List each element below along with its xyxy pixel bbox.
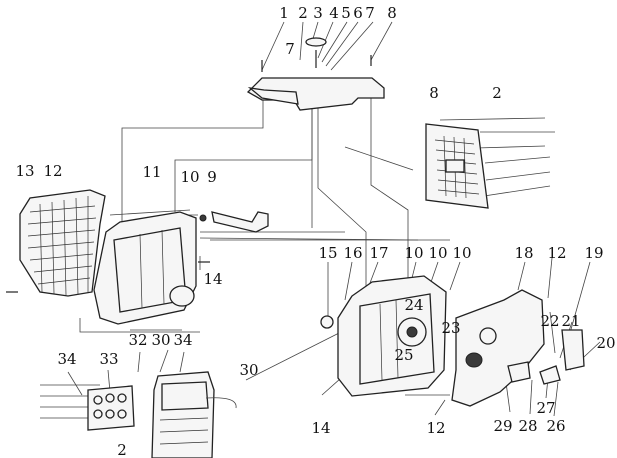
left-frame: [93, 211, 210, 325]
callout-8: 8: [387, 4, 397, 22]
callout-33: 33: [99, 350, 118, 368]
callout-11: 11: [142, 163, 161, 181]
center-frame: [320, 275, 447, 397]
callout-13: 13: [15, 162, 34, 180]
callout-7b: 7: [285, 40, 295, 58]
callout-14b: 14: [311, 419, 330, 437]
callout-24: 24: [404, 296, 423, 314]
callout-10d: 10: [452, 244, 471, 262]
callout-34: 34: [173, 331, 192, 349]
callout-19: 19: [584, 244, 603, 262]
callout-22: 22: [540, 312, 559, 330]
callout-23: 23: [441, 319, 460, 337]
callout-2b: 2: [492, 84, 502, 102]
callout-16: 16: [343, 244, 362, 262]
callout-20: 20: [596, 334, 615, 352]
callout-labels: 1 2 3 4 5 6 7 7 8 8 2 13 12 11 10 9 14 1…: [15, 4, 615, 458]
callout-14: 14: [203, 270, 222, 288]
front-panel: [151, 371, 237, 458]
callout-21: 21: [561, 312, 580, 330]
callout-25: 25: [394, 346, 413, 364]
callout-28: 28: [518, 417, 537, 435]
callout-34b: 34: [57, 350, 76, 368]
callout-3: 3: [313, 4, 323, 22]
callout-27: 27: [536, 399, 555, 417]
callout-12c: 12: [426, 419, 445, 437]
callout-30b: 30: [239, 361, 258, 379]
leader-lines: [40, 21, 601, 419]
callout-9: 9: [207, 168, 217, 186]
callout-29: 29: [493, 417, 512, 435]
callout-4: 4: [329, 4, 339, 22]
left-grille-panel: [6, 189, 106, 297]
callout-12b: 12: [547, 244, 566, 262]
callout-8b: 8: [429, 84, 439, 102]
callout-5: 5: [341, 4, 351, 22]
handle-bracket: [199, 211, 269, 233]
callout-2c: 2: [117, 441, 127, 458]
side-vent-panel: [425, 123, 489, 209]
callout-12: 12: [43, 162, 62, 180]
callout-26: 26: [546, 417, 565, 435]
right-cover: [451, 289, 585, 407]
top-cover: [246, 37, 385, 111]
callout-1: 1: [279, 4, 289, 22]
callout-10: 10: [180, 168, 199, 186]
callout-10c: 10: [428, 244, 447, 262]
callout-30: 30: [151, 331, 170, 349]
control-panel: [87, 385, 135, 431]
callout-6: 6: [353, 4, 363, 22]
callout-7: 7: [365, 4, 375, 22]
callout-2: 2: [298, 4, 308, 22]
callout-32: 32: [128, 331, 147, 349]
callout-15: 15: [318, 244, 337, 262]
callout-17: 17: [369, 244, 388, 262]
callout-18: 18: [514, 244, 533, 262]
callout-10b: 10: [404, 244, 423, 262]
